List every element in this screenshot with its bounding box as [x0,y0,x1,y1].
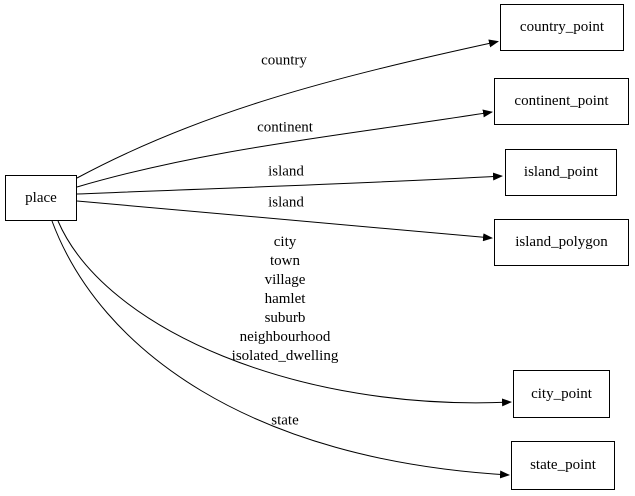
node-island-point: island_point [505,149,617,196]
node-place: place [5,175,77,221]
node-island-point-label: island_point [523,164,599,180]
edge-label-isolated-dwelling: isolated_dwelling [231,348,339,364]
node-city-point: city_point [513,370,610,418]
node-continent-point: continent_point [494,78,629,125]
node-country-point: country_point [500,4,624,51]
edge-label-country: country [261,52,307,69]
edge-place-country_point [76,39,499,179]
node-country-point-label: country_point [519,19,605,35]
edge-label-town: town [270,253,300,269]
edge-label-island-polygon: island [268,194,304,211]
edge-label-continent: continent [257,119,313,136]
edge-label-neighbourhood: neighbourhood [239,329,331,345]
edge-label-island-point: island [268,163,304,180]
edge-label-hamlet: hamlet [264,291,306,307]
edge-label-village: village [264,272,306,288]
edge-place-city_point [57,220,512,407]
edge-label-state: state [271,412,299,429]
edge-label-suburb: suburb [264,310,306,326]
edge-label-city: city [273,234,297,250]
edge-place-island_point [76,172,503,195]
node-place-label: place [25,189,57,206]
edge-place-island_polygon [76,200,493,242]
edge-place-state_point [51,220,510,479]
node-city-point-label: city_point [531,385,592,402]
node-island-polygon-label: island_polygon [515,234,608,250]
node-state-point-label: state_point [530,457,596,473]
edge-place-continent_point [76,109,493,188]
node-state-point: state_point [511,441,615,490]
node-island-polygon: island_polygon [494,219,629,266]
edge-label-city-group: city town village hamlet suburb neighbou… [232,233,339,366]
node-continent-point-label: continent_point [514,93,609,109]
